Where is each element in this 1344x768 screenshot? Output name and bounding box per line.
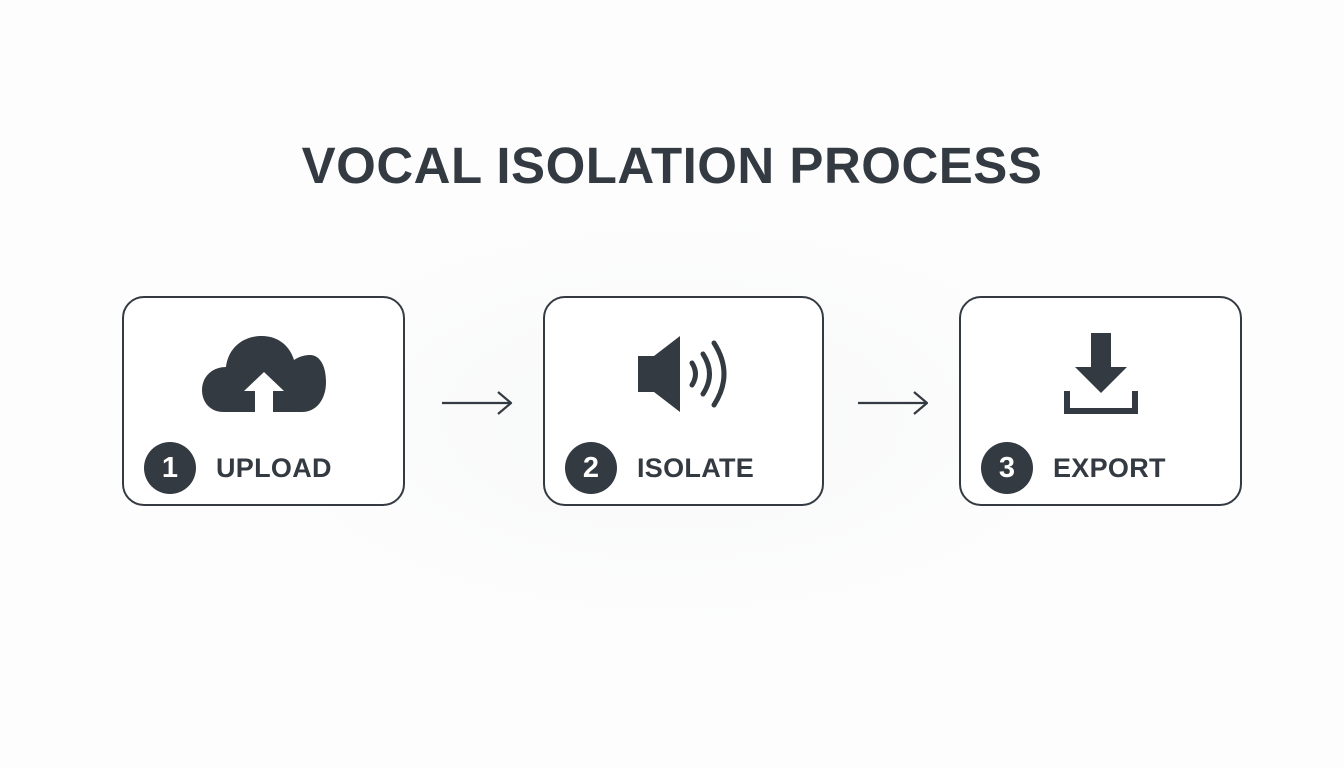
step-number-badge: 1	[144, 442, 196, 494]
step-label: EXPORT	[1053, 452, 1166, 483]
diagram-title: VOCAL ISOLATION PROCESS	[301, 137, 1043, 194]
step-number-badge: 2	[565, 442, 617, 494]
step-card-isolate: 2 ISOLATE	[543, 296, 824, 506]
right-arrow-icon	[858, 391, 929, 415]
cloud-upload-icon	[124, 324, 403, 424]
step-footer: 2 ISOLATE	[565, 442, 754, 494]
step-card-export: 3 EXPORT	[959, 296, 1242, 506]
step-card-upload: 1 UPLOAD	[122, 296, 405, 506]
speaker-icon	[545, 324, 822, 424]
step-footer: 1 UPLOAD	[144, 442, 332, 494]
step-footer: 3 EXPORT	[981, 442, 1166, 494]
step-number-badge: 3	[981, 442, 1033, 494]
step-label: ISOLATE	[637, 452, 755, 483]
right-arrow-icon	[442, 391, 513, 415]
step-label: UPLOAD	[216, 452, 332, 483]
download-icon	[961, 324, 1240, 424]
